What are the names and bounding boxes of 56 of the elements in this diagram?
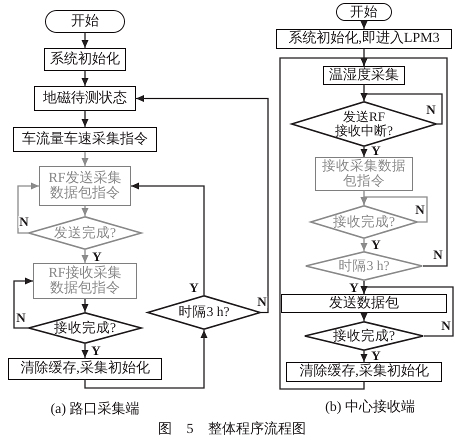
- arrow: [360, 239, 368, 251]
- arrow: [82, 299, 88, 312]
- edge-label: Y: [188, 282, 200, 294]
- process-box: 发送数据包: [281, 294, 447, 313]
- arrow: [82, 250, 88, 263]
- decision-diamond: 发送完成?: [28, 216, 142, 250]
- edge-label: Y: [91, 251, 103, 263]
- arrow: [360, 286, 454, 337]
- edge-label: N: [18, 216, 30, 228]
- subfigure-caption: (a) 路口采集端: [50, 402, 140, 418]
- edge-label: Y: [348, 282, 360, 294]
- figure-caption: 图 5 整体程序流程图: [158, 422, 306, 438]
- process-box: 接收采集数据包指令: [315, 157, 413, 191]
- edge-label: N: [256, 296, 268, 308]
- process-box: 车流量车速采集指令: [13, 127, 157, 152]
- decision-diamond: 时隔3 h?: [305, 251, 423, 281]
- arrow: [17, 182, 39, 234]
- arrow: [279, 57, 368, 390]
- process-box: 清除缓存,采集初始化: [286, 362, 442, 382]
- arrow: [82, 71, 88, 86]
- subfigure-caption: (b) 中心接收端: [325, 400, 415, 416]
- edge-label: N: [432, 249, 444, 261]
- arrow: [360, 147, 368, 157]
- process-box: 地磁待测状态: [34, 86, 136, 111]
- arrow: [360, 21, 368, 29]
- process-box: 温湿度采集: [323, 66, 405, 85]
- process-box: 系统初始化: [44, 48, 126, 71]
- edge-label: Y: [370, 350, 382, 362]
- edge-label: Y: [370, 145, 382, 157]
- edge-label: N: [15, 312, 27, 324]
- start-terminal: 开始: [45, 10, 125, 33]
- process-box: 系统初始化,即进入LPM3: [276, 29, 452, 49]
- arrow: [360, 313, 368, 321]
- arrow: [131, 182, 205, 295]
- arrow: [82, 206, 88, 216]
- arrow: [136, 95, 269, 314]
- arrow: [84, 330, 208, 389]
- decision-diamond: 接收完成?: [304, 321, 424, 351]
- arrow: [360, 351, 368, 362]
- edge-label: Y: [90, 345, 102, 357]
- arrow: [13, 278, 33, 329]
- arrow: [82, 152, 88, 166]
- process-box: RF接收采集数据包指令: [33, 263, 137, 299]
- arrow: [82, 111, 88, 127]
- edge-label: N: [440, 320, 452, 332]
- start-terminal: 开始: [336, 3, 392, 21]
- edge-label: N: [414, 204, 426, 216]
- arrow: [82, 344, 88, 358]
- arrow: [360, 93, 443, 125]
- edge-label: Y: [370, 239, 382, 251]
- process-box: 清除缓存,采集初始化: [8, 358, 162, 380]
- edge-label: N: [425, 104, 437, 116]
- process-box: RF发送采集数据包指令: [39, 166, 131, 206]
- decision-diamond: 接收完成?: [28, 312, 142, 344]
- arrow: [360, 196, 428, 223]
- arrow: [82, 33, 88, 48]
